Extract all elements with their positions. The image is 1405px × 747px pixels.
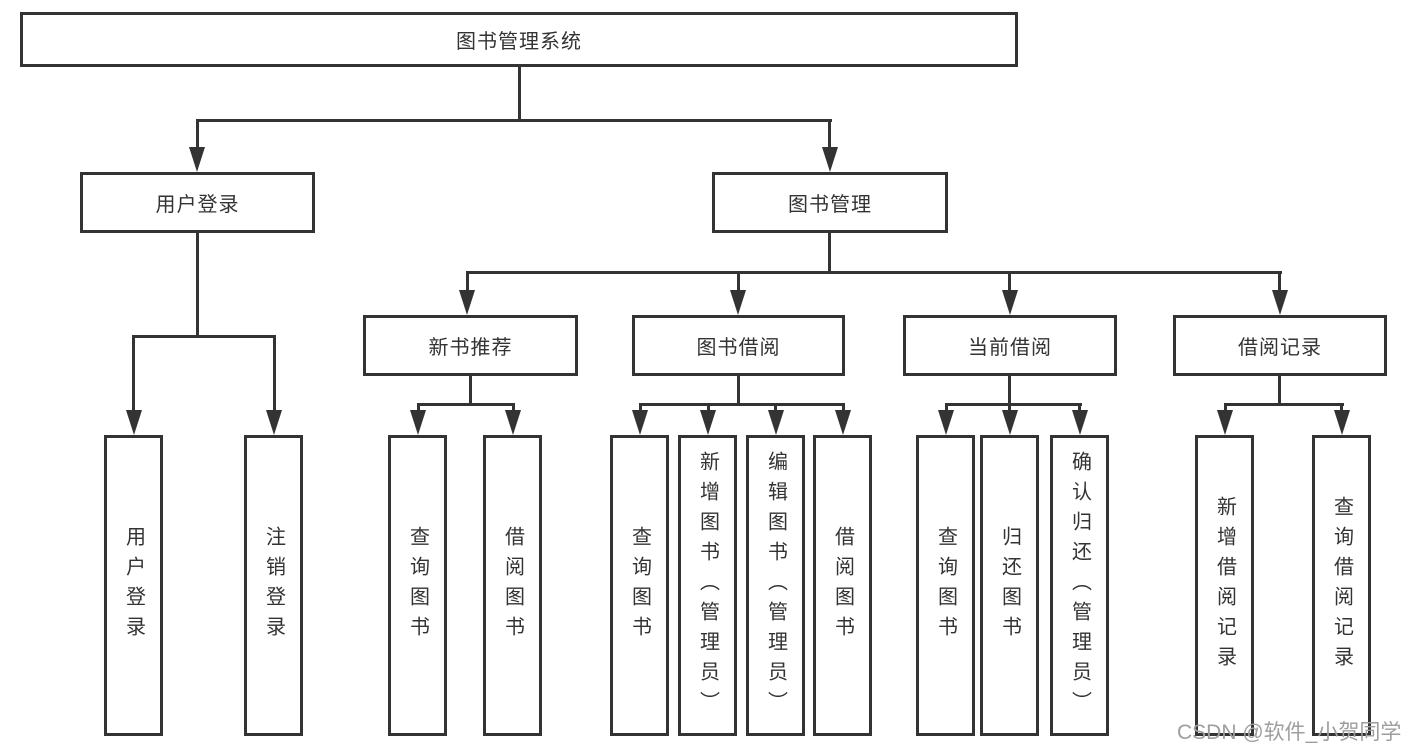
- connector-v-line: [1008, 403, 1011, 415]
- arrowhead-down-icon: [126, 410, 142, 435]
- leaf-label: 查询图书: [406, 525, 429, 646]
- arrowhead-down-icon: [700, 410, 716, 435]
- leaf-label: 查询图书: [628, 525, 651, 646]
- arrowhead-down-icon: [410, 410, 426, 435]
- connector-v-line: [469, 376, 472, 406]
- arrowhead-down-icon: [505, 410, 521, 435]
- connector-v-line: [466, 271, 469, 295]
- connector-v-line: [737, 376, 740, 406]
- connector-h-line: [639, 403, 845, 406]
- leaf-query-books-current: 查询图书: [916, 435, 975, 736]
- connector-v-line: [1340, 403, 1343, 415]
- leaf-label: 新增图书（管理员）: [696, 450, 719, 721]
- arrowhead-down-icon: [1217, 410, 1233, 435]
- arrowhead-down-icon: [459, 290, 475, 315]
- arrowhead-down-icon: [822, 147, 838, 172]
- node-label: 当前借阅: [968, 337, 1052, 359]
- node-library-management-system: 图书管理系统: [20, 12, 1018, 67]
- leaf-label: 注销登录: [262, 525, 285, 646]
- leaf-logout-login: 注销登录: [244, 435, 303, 736]
- leaf-borrow-books-recommend: 借阅图书: [483, 435, 542, 736]
- connector-h-line: [417, 403, 515, 406]
- arrowhead-down-icon: [1072, 410, 1088, 435]
- arrowhead-down-icon: [768, 410, 784, 435]
- connector-v-line: [707, 403, 710, 415]
- arrowhead-down-icon: [835, 410, 851, 435]
- node-label: 图书借阅: [696, 337, 781, 359]
- leaf-borrow-books: 借阅图书: [813, 435, 872, 736]
- leaf-query-books-borrow: 查询图书: [610, 435, 669, 736]
- connector-h-line: [1224, 403, 1344, 406]
- leaf-query-borrow-record: 查询借阅记录: [1312, 435, 1371, 736]
- connector-v-line: [828, 233, 831, 274]
- node-borrowing-records: 借阅记录: [1173, 315, 1387, 376]
- connector-v-line: [273, 335, 276, 413]
- connector-v-line: [1278, 376, 1281, 406]
- connector-v-line: [774, 403, 777, 415]
- node-current-borrowing: 当前借阅: [903, 315, 1117, 376]
- leaf-add-books-admin: 新增图书（管理员）: [678, 435, 737, 736]
- csdn-watermark: CSDN @软件_小贺同学: [1177, 721, 1402, 744]
- arrowhead-down-icon: [632, 410, 648, 435]
- leaf-label: 归还图书: [998, 525, 1021, 646]
- connector-v-line: [1278, 271, 1281, 295]
- connector-v-line: [828, 119, 831, 151]
- connector-h-line: [466, 271, 1282, 274]
- arrowhead-down-icon: [1002, 410, 1018, 435]
- node-label: 图书管理: [788, 194, 872, 216]
- leaf-edit-books-admin: 编辑图书（管理员）: [746, 435, 805, 736]
- connector-v-line: [639, 403, 642, 415]
- node-label: 用户登录: [155, 194, 240, 216]
- node-label: 新书推荐: [428, 337, 513, 359]
- arrowhead-down-icon: [1002, 290, 1018, 315]
- connector-v-line: [1008, 376, 1011, 406]
- connector-v-line: [737, 271, 740, 295]
- leaf-label: 借阅图书: [501, 525, 524, 646]
- leaf-label: 编辑图书（管理员）: [764, 450, 787, 721]
- connector-v-line: [196, 119, 199, 151]
- connector-v-line: [512, 403, 515, 415]
- leaf-label: 查询借阅记录: [1330, 495, 1353, 676]
- node-book-management: 图书管理: [712, 172, 948, 233]
- leaf-label: 查询图书: [934, 525, 957, 646]
- node-new-book-recommendation: 新书推荐: [363, 315, 578, 376]
- connector-h-line: [196, 119, 832, 122]
- leaf-label: 新增借阅记录: [1213, 495, 1236, 676]
- node-user-login: 用户登录: [80, 172, 315, 233]
- arrowhead-down-icon: [266, 410, 282, 435]
- leaf-label: 用户登录: [122, 525, 145, 646]
- arrowhead-down-icon: [1272, 290, 1288, 315]
- leaf-user-login: 用户登录: [104, 435, 163, 736]
- connector-h-line: [945, 403, 1082, 406]
- arrowhead-down-icon: [938, 410, 954, 435]
- leaf-return-books: 归还图书: [980, 435, 1039, 736]
- connector-h-line: [132, 335, 276, 338]
- connector-v-line: [1008, 271, 1011, 295]
- connector-v-line: [1224, 403, 1227, 415]
- node-book-borrowing: 图书借阅: [632, 315, 845, 376]
- connector-v-line: [196, 233, 199, 337]
- connector-v-line: [945, 403, 948, 415]
- arrowhead-down-icon: [730, 290, 746, 315]
- leaf-label: 确认归还（管理员）: [1068, 450, 1091, 721]
- node-label: 图书管理系统: [456, 31, 582, 53]
- arrowhead-down-icon: [1334, 410, 1350, 435]
- connector-v-line: [842, 403, 845, 415]
- leaf-label: 借阅图书: [831, 525, 854, 646]
- connector-v-line: [1078, 403, 1081, 415]
- connector-v-line: [417, 403, 420, 415]
- leaf-add-borrow-record: 新增借阅记录: [1195, 435, 1254, 736]
- connector-v-line: [518, 65, 521, 121]
- arrowhead-down-icon: [189, 147, 205, 172]
- leaf-query-books-recommend: 查询图书: [388, 435, 447, 736]
- leaf-confirm-return-admin: 确认归还（管理员）: [1050, 435, 1109, 736]
- node-label: 借阅记录: [1238, 337, 1322, 359]
- connector-v-line: [132, 335, 135, 413]
